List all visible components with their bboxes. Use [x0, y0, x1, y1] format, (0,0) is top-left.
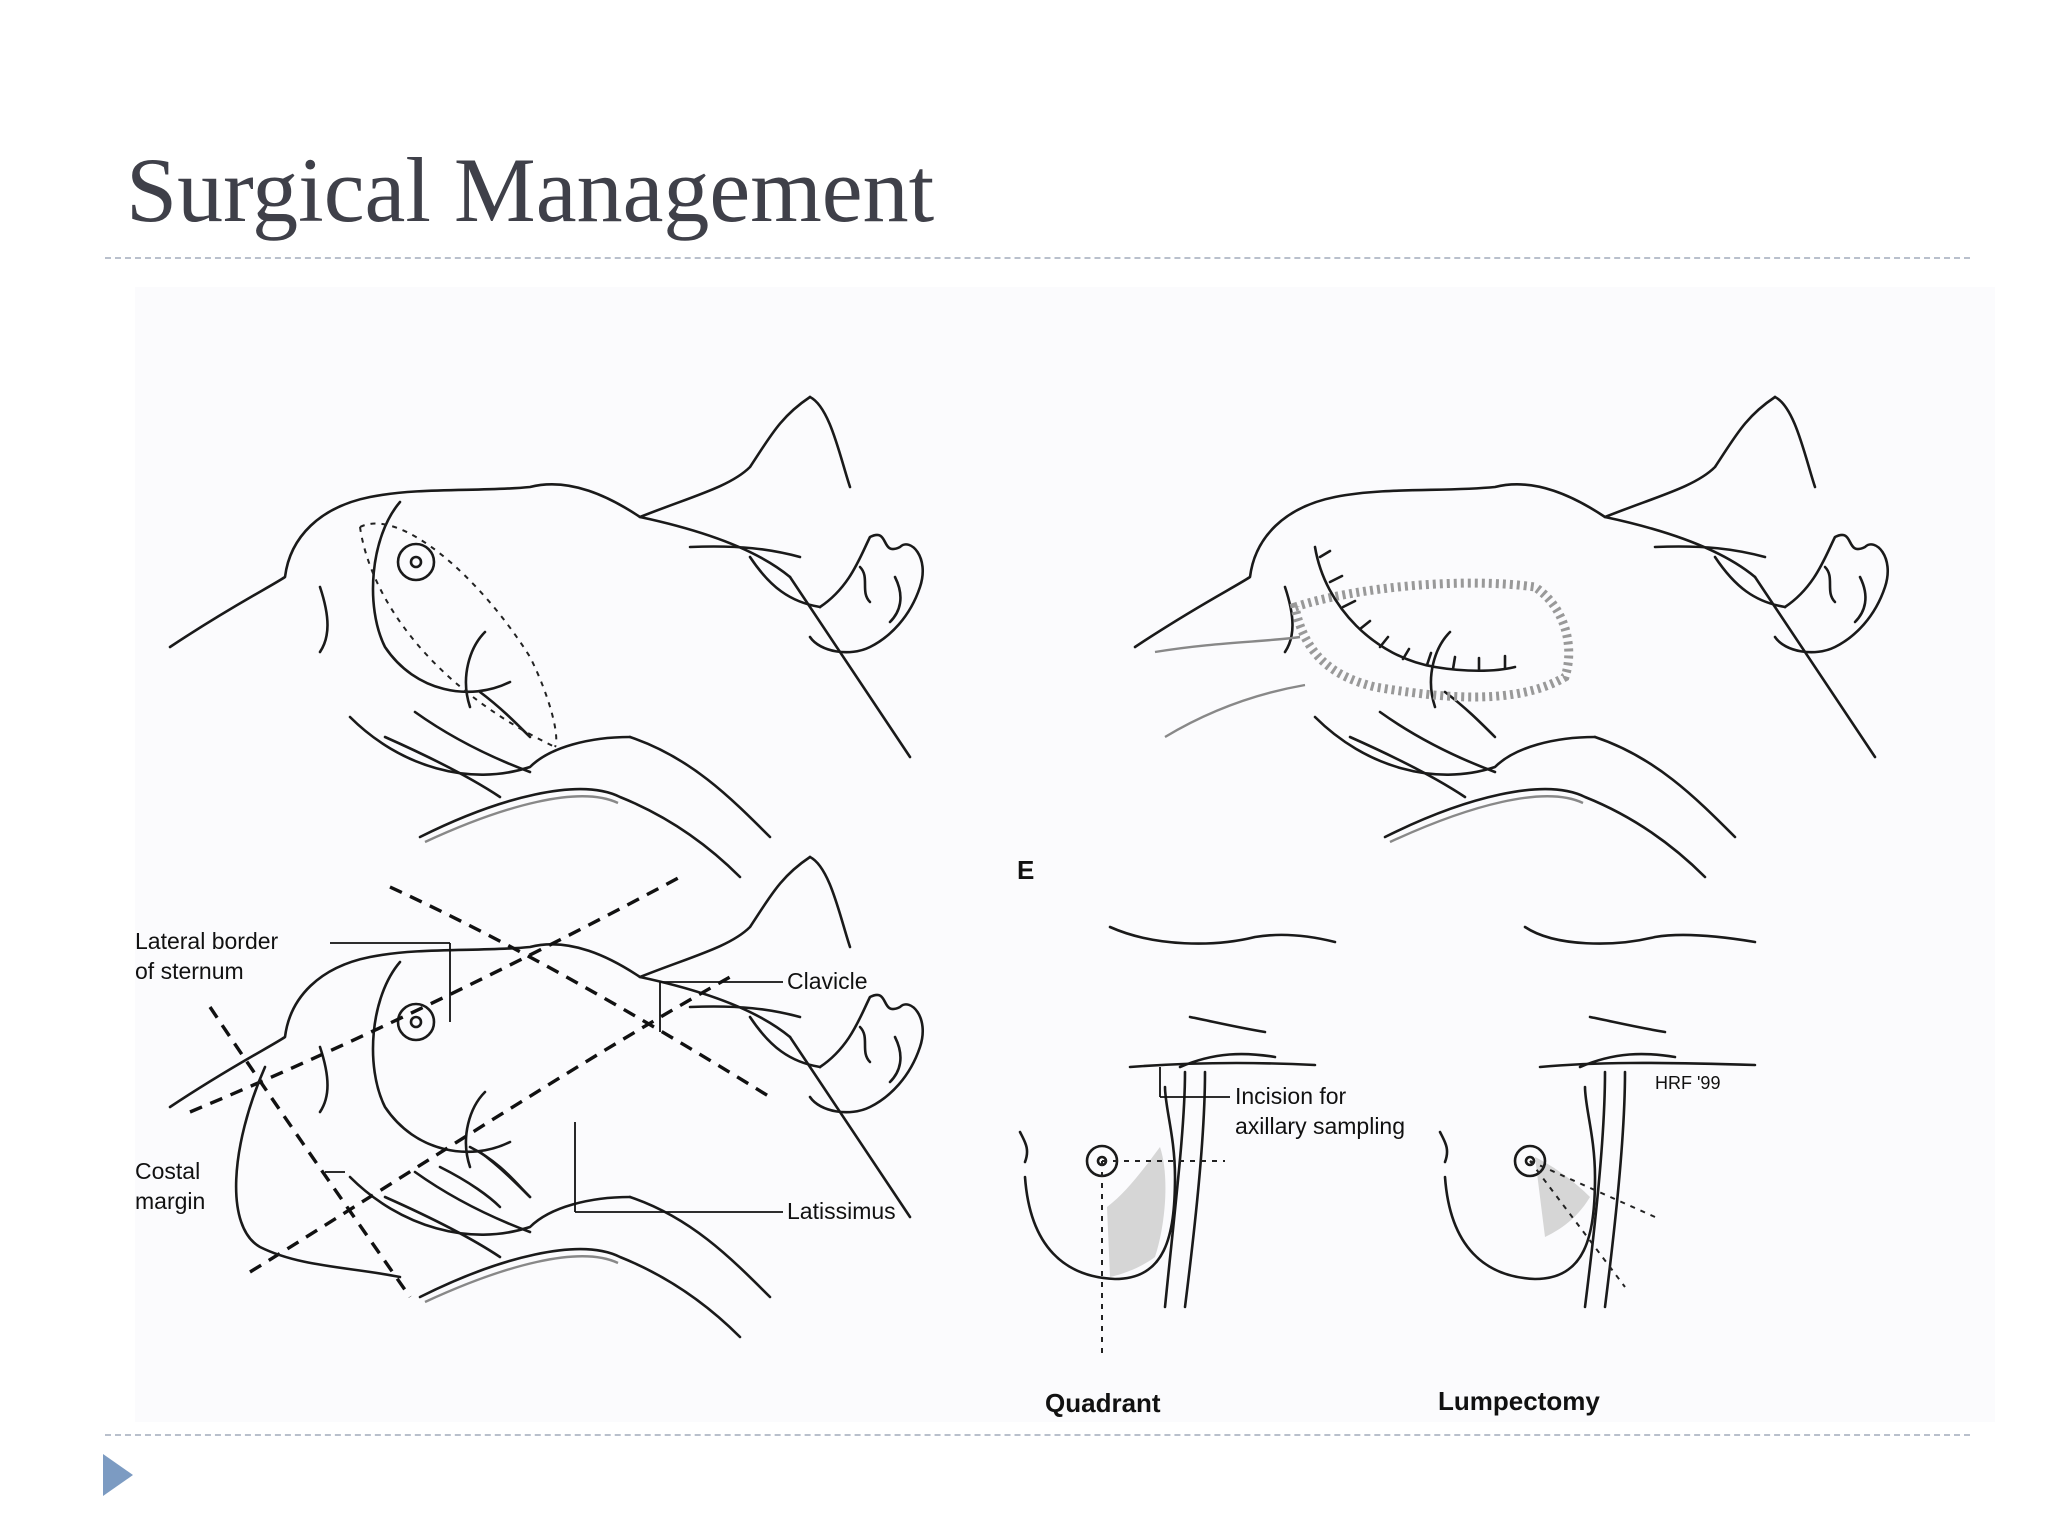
artist-mark: HRF '99: [1655, 1073, 1720, 1093]
slide-title: Surgical Management: [126, 139, 935, 241]
label-lateral-border-1: Lateral border: [135, 928, 279, 954]
panel-top-left: [168, 395, 925, 879]
label-clavicle: Clavicle: [787, 968, 868, 994]
panel-bottom-left: [168, 855, 925, 1339]
surgical-illustration: Lateral border of sternum Clavicle Costa…: [135, 287, 1995, 1422]
panel-lumpectomy: [1438, 925, 1757, 1309]
title-divider: [105, 257, 1970, 259]
label-costal-margin-2: margin: [135, 1188, 205, 1214]
label-lateral-border-2: of sternum: [135, 958, 244, 984]
label-incision-1: Incision for: [1235, 1083, 1347, 1109]
caption-quadrant: Quadrant: [1045, 1388, 1161, 1418]
play-triangle-icon: [103, 1454, 133, 1496]
label-latissimus: Latissimus: [787, 1198, 896, 1224]
panel-top-right: [1133, 395, 1890, 879]
label-incision-2: axillary sampling: [1235, 1113, 1405, 1139]
panel-letter: E: [1017, 855, 1034, 885]
caption-lumpectomy: Lumpectomy: [1438, 1386, 1600, 1416]
footer-divider: [105, 1434, 1970, 1436]
panel-quadrant: [1018, 925, 1337, 1357]
label-costal-margin-1: Costal: [135, 1158, 200, 1184]
